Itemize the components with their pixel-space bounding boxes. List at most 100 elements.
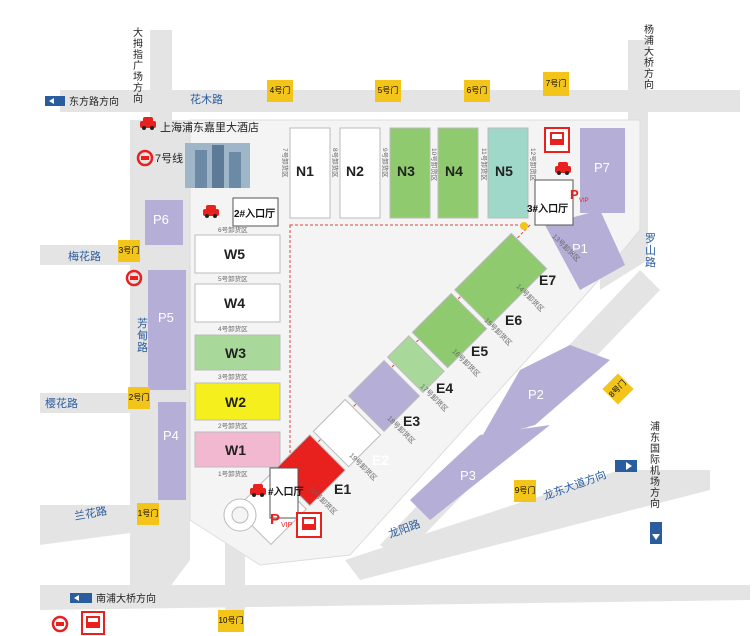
hall-E6[interactable] <box>411 292 488 369</box>
north-halls: N1 N2 N3 N4 N5 7号卸货区 8号卸货区 9号卸货区 10号卸货区 … <box>281 127 538 219</box>
label-N2: N2 <box>346 163 364 179</box>
loading-12: 12号卸货区 <box>529 148 538 182</box>
hotel: 上海浦东嘉里大酒店 7号线 <box>155 120 259 188</box>
entrance-2[interactable] <box>232 197 279 227</box>
label-N4: N4 <box>445 163 463 179</box>
label-P1: P1 <box>572 241 588 256</box>
parking-areas: P1 P2 P3 P4 P5 P6 P7 <box>145 128 625 520</box>
gate-3[interactable]: 3号门 <box>118 240 140 262</box>
label-E3: E3 <box>403 413 420 429</box>
arrow-left-icon <box>70 593 92 603</box>
junction-marker <box>520 222 528 230</box>
gate-10[interactable]: 10号门 <box>218 610 244 632</box>
road-meihua: 梅花路 <box>68 249 101 263</box>
road-huamu: 花木路 <box>190 93 223 106</box>
hall-N1[interactable] <box>289 127 331 219</box>
bus-icon <box>544 127 570 153</box>
metro-icon <box>125 269 143 287</box>
south-gate-road <box>225 540 245 610</box>
hall-W1[interactable] <box>194 431 281 468</box>
parking-P7[interactable] <box>580 128 625 213</box>
entrances: 3#入口厅 2#入口厅 #入口厅 <box>223 179 574 532</box>
label-P6: P6 <box>153 212 169 227</box>
svg-text:P: P <box>570 187 579 202</box>
loading-10: 10号卸货区 <box>430 148 439 182</box>
hall-N5[interactable] <box>487 127 529 219</box>
label-E6: E6 <box>505 312 522 328</box>
gate-9[interactable]: 9号门 <box>514 480 536 502</box>
hall-E5[interactable] <box>386 335 445 394</box>
label-N3: N3 <box>397 163 415 179</box>
gate-7[interactable]: 7号门 <box>543 72 569 96</box>
dir-yangpu: 杨浦大桥方向 <box>644 25 654 91</box>
gate-9-label: 9号门 <box>514 486 536 495</box>
hotel-label: 上海浦东嘉里大酒店 <box>160 120 259 134</box>
label-E4: E4 <box>436 380 453 396</box>
arrow-right-icon <box>615 460 637 472</box>
nanpu-road <box>40 585 750 610</box>
gate-1-label: 1号门 <box>137 509 159 518</box>
road-yinghua: 樱花路 <box>45 397 78 410</box>
gate-6[interactable]: 6号门 <box>464 80 490 102</box>
loading-5: 5号卸货区 <box>218 274 248 283</box>
loading-4: 4号卸货区 <box>218 324 248 333</box>
hall-W5[interactable] <box>194 234 281 274</box>
west-halls: W5 W4 W3 W2 W1 6号卸货区 5号卸货区 4号卸货区 3号卸货区 2… <box>194 225 281 478</box>
loading-2: 2号卸货区 <box>218 421 248 430</box>
gate-8-label: 8号门 <box>607 378 629 400</box>
hall-E4[interactable] <box>347 359 421 433</box>
parking-P6[interactable] <box>145 200 183 245</box>
label-W3: W3 <box>225 345 246 361</box>
north-west-road <box>150 30 172 120</box>
loading-6: 6号卸货区 <box>218 225 248 234</box>
vip-parking-marker: P VIP <box>570 187 589 204</box>
parking-P5[interactable] <box>148 270 186 390</box>
gate-2[interactable]: 2号门 <box>128 387 150 409</box>
label-E5: E5 <box>471 343 488 359</box>
hall-E3[interactable] <box>312 398 382 468</box>
hall-W2[interactable] <box>194 382 281 421</box>
dir-damuzhi: 大拇指广场方向 <box>133 28 143 105</box>
gate-5-label: 5号门 <box>377 86 399 95</box>
roundabout-center <box>231 506 249 524</box>
hall-N2[interactable] <box>339 127 381 219</box>
gate-6-label: 6号门 <box>466 86 488 95</box>
label-P3: P3 <box>460 468 476 483</box>
entrance-3-label: 3#入口厅 <box>527 203 568 215</box>
road-luoshan: 罗山路 <box>645 233 656 269</box>
hall-N4[interactable] <box>437 127 479 219</box>
loading-7: 7号卸货区 <box>281 148 290 178</box>
parking-P2[interactable] <box>480 345 610 440</box>
loading-8: 8号卸货区 <box>331 148 340 178</box>
hall-E7[interactable] <box>454 232 548 326</box>
gate-3-label: 3号门 <box>118 246 140 255</box>
gate-4-label: 4号门 <box>269 86 291 95</box>
gate-5[interactable]: 5号门 <box>375 80 401 102</box>
svg-text:VIP: VIP <box>579 198 589 204</box>
parking-P3[interactable] <box>410 425 550 520</box>
car-icon <box>140 117 156 130</box>
dashed-route <box>289 224 532 472</box>
entrance-3[interactable] <box>534 179 574 226</box>
car-icon <box>203 205 219 218</box>
hall-N3[interactable] <box>389 127 431 219</box>
parking-P1[interactable] <box>545 210 625 290</box>
label-P7: P7 <box>594 160 610 175</box>
vip-parking-marker: P VIP <box>270 511 293 529</box>
gate-1[interactable]: 1号门 <box>137 503 159 525</box>
longyang-road <box>345 470 710 580</box>
hall-W3[interactable] <box>194 334 281 371</box>
dir-nanpu: 南浦大桥方向 <box>96 592 156 605</box>
label-W1: W1 <box>225 442 246 458</box>
car-icon <box>555 162 571 175</box>
gate-4[interactable]: 4号门 <box>267 80 293 102</box>
road-lanhua: 兰花路 <box>73 504 108 523</box>
hall-W4[interactable] <box>194 283 281 323</box>
dir-dongfang: 东方路方向 <box>69 95 119 108</box>
entrance-1[interactable] <box>269 467 299 519</box>
parking-P4[interactable] <box>158 402 186 500</box>
icons: P VIP P VIP <box>51 117 589 635</box>
gate-10-label: 10号门 <box>218 616 244 625</box>
label-P4: P4 <box>163 428 179 443</box>
label-W2: W2 <box>225 394 246 410</box>
